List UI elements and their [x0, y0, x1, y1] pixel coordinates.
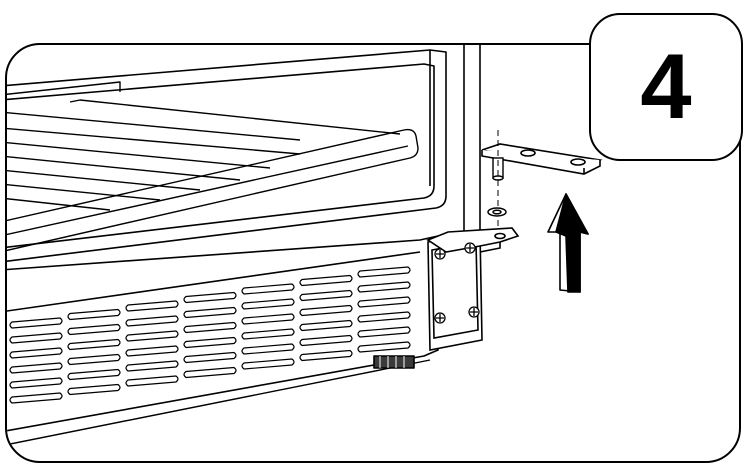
- vent-slot: [9, 332, 63, 344]
- vent-slot: [241, 343, 295, 355]
- vent-slot: [9, 392, 63, 404]
- vent-slot: [9, 377, 63, 389]
- vent-slot: [357, 281, 411, 293]
- vent-slot: [125, 330, 179, 342]
- vent-slot: [299, 304, 353, 317]
- step-number: 4: [640, 36, 691, 138]
- vent-slot: [9, 347, 63, 359]
- hinge-plate: [481, 143, 603, 175]
- vent-slot: [299, 349, 353, 362]
- vent-slot: [67, 323, 121, 336]
- cabinet-side-wall: [7, 45, 481, 252]
- vent-slot: [183, 366, 237, 379]
- vent-slot: [67, 338, 121, 351]
- ventilation-grille: [9, 266, 411, 404]
- wire-shelf: [7, 81, 419, 253]
- vent-slot: [183, 351, 237, 364]
- vent-slot: [183, 321, 237, 334]
- vent-slot: [241, 283, 295, 295]
- vent-slot: [9, 362, 63, 374]
- vent-slot: [67, 368, 121, 381]
- vent-slot: [357, 341, 411, 353]
- vent-slot: [299, 289, 353, 302]
- vent-slot: [125, 315, 179, 327]
- vent-slot: [241, 328, 295, 340]
- vent-slot: [183, 336, 237, 349]
- upward-arrow-icon: [547, 193, 589, 293]
- vent-slot: [299, 334, 353, 347]
- vent-slot: [125, 375, 179, 387]
- screw-head-icon: [434, 242, 480, 324]
- vent-slot: [299, 319, 353, 332]
- vent-slot: [357, 266, 411, 278]
- vent-slot: [183, 291, 237, 304]
- leveling-foot: [373, 355, 415, 369]
- vent-slot: [125, 345, 179, 357]
- vent-slot: [241, 358, 295, 370]
- vent-slot: [357, 326, 411, 338]
- vent-slot: [183, 306, 237, 319]
- vent-slot: [67, 383, 121, 396]
- vent-slot: [9, 317, 63, 329]
- vent-slot: [67, 353, 121, 366]
- step-number-badge: 4: [589, 13, 743, 161]
- glass-door-frame: [7, 49, 447, 263]
- vent-slot: [241, 298, 295, 310]
- vent-slot: [299, 274, 353, 287]
- washer-icon: [487, 207, 507, 217]
- vent-slot: [357, 311, 411, 323]
- appliance-drawing: [7, 45, 481, 447]
- vent-slot: [67, 308, 121, 321]
- vent-slot: [125, 360, 179, 372]
- vent-slot: [357, 296, 411, 308]
- vent-slot: [125, 300, 179, 312]
- vent-slot: [241, 313, 295, 325]
